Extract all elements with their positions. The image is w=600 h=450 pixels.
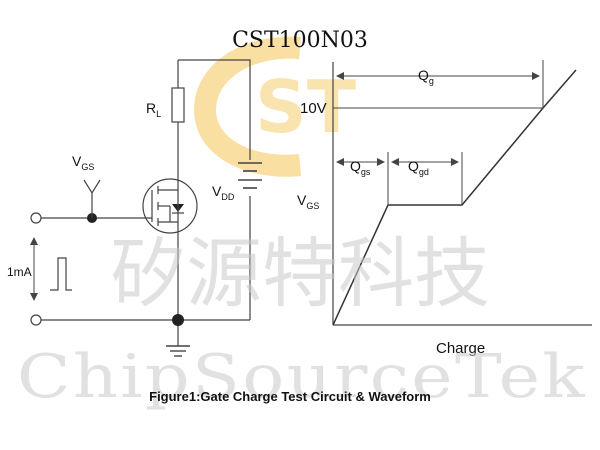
ten-volt-label: 10V xyxy=(300,100,327,117)
watermark-english: ChipSourceTek xyxy=(17,342,587,412)
test-circuit: RL VGS VDD 1mA xyxy=(7,59,262,357)
qgd-label: Qgd xyxy=(408,158,429,177)
vgs-input-label: VGS xyxy=(72,153,94,172)
qgs-label: Qgs xyxy=(350,158,371,177)
pulse-label: 1mA xyxy=(7,265,32,279)
rl-label: RL xyxy=(146,100,161,119)
vgs-axis-label: VGS xyxy=(297,192,319,211)
gate-charge-waveform: 10V Qg Qgs Qgd VGS Charge xyxy=(297,60,592,357)
load-resistor xyxy=(171,87,185,123)
input-terminal-top xyxy=(30,212,42,224)
figure-caption: Figure1:Gate Charge Test Circuit & Wavef… xyxy=(149,389,431,404)
part-number: CST100N03 xyxy=(232,28,368,53)
vdd-label: VDD xyxy=(212,183,235,202)
ground-symbol xyxy=(166,345,190,357)
qg-label: Qg xyxy=(418,67,434,86)
source-node xyxy=(172,314,184,326)
pulse-source xyxy=(30,237,72,301)
input-terminal-bottom xyxy=(30,314,42,326)
watermark-chinese: 矽源特科技 xyxy=(110,229,490,318)
mosfet-symbol xyxy=(142,170,198,242)
vdd-battery xyxy=(238,162,262,189)
charge-axis-label: Charge xyxy=(436,340,485,357)
